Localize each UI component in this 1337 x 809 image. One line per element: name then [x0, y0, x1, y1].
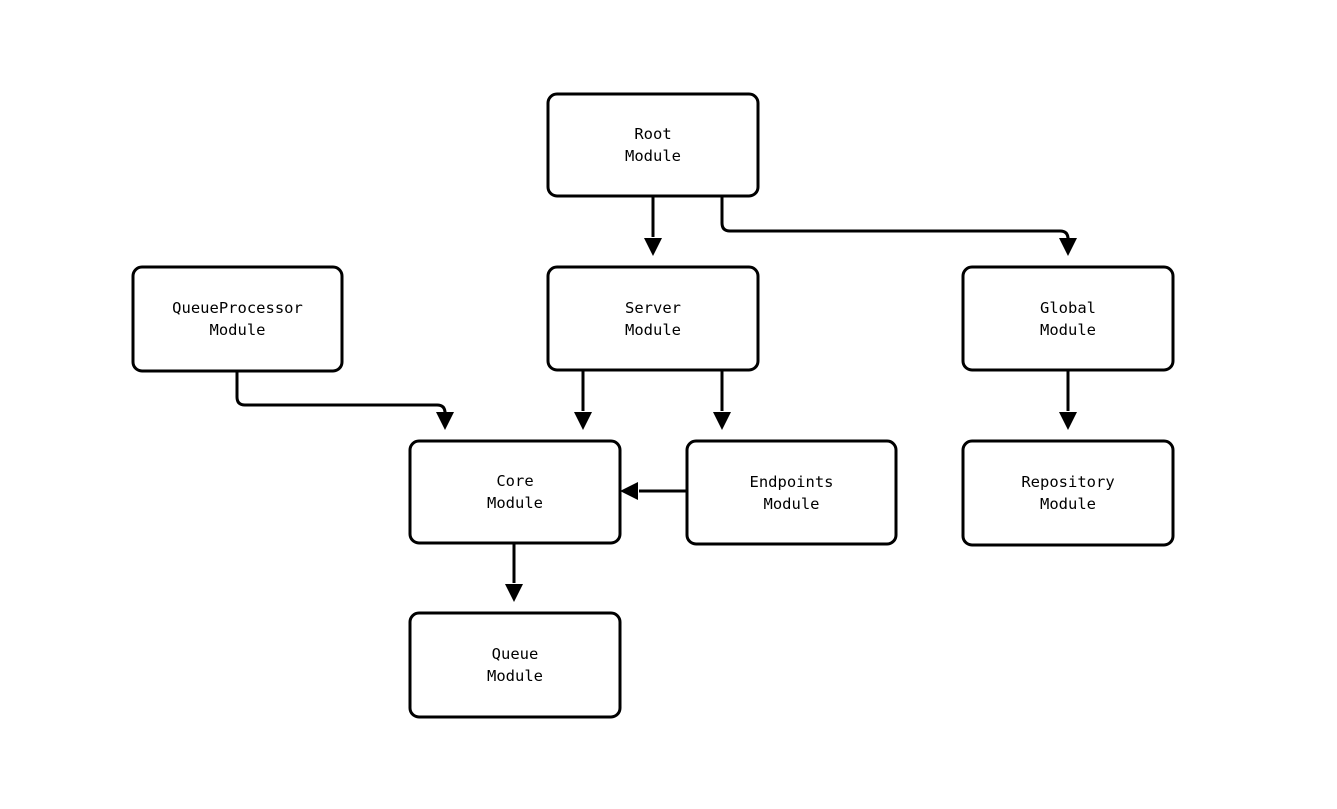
- arrow-head-icon: [1059, 238, 1077, 256]
- node-box-endpoints[interactable]: [685, 439, 898, 546]
- arrow-head-icon: [620, 482, 638, 500]
- node-box-repository[interactable]: [961, 439, 1175, 547]
- node-box-queueprocessor[interactable]: [131, 265, 344, 373]
- node-box-server[interactable]: [546, 265, 760, 372]
- edge-server-to-endpoints: [713, 370, 731, 430]
- edge-core-to-queue: [505, 543, 523, 602]
- node-box-queue[interactable]: [408, 611, 622, 719]
- node-box-global[interactable]: [961, 265, 1175, 372]
- edge-queueprocessor-to-core: [235, 371, 454, 430]
- edge-root-to-server: [644, 196, 662, 256]
- arrow-head-icon: [644, 238, 662, 256]
- arrow-head-icon: [1059, 412, 1077, 430]
- edge-global-to-repository: [1059, 370, 1077, 430]
- nodes-layer: [131, 92, 1175, 719]
- edge-root-to-global: [720, 196, 1077, 256]
- edges-layer: [235, 196, 1077, 602]
- node-box-root[interactable]: [546, 92, 760, 198]
- edge-server-to-core: [574, 370, 592, 430]
- arrow-head-icon: [505, 584, 523, 602]
- arrow-head-icon: [713, 412, 731, 430]
- node-box-core[interactable]: [408, 439, 622, 545]
- arrow-head-icon: [436, 412, 454, 430]
- edge-endpoints-to-core: [620, 482, 687, 500]
- arrow-head-icon: [574, 412, 592, 430]
